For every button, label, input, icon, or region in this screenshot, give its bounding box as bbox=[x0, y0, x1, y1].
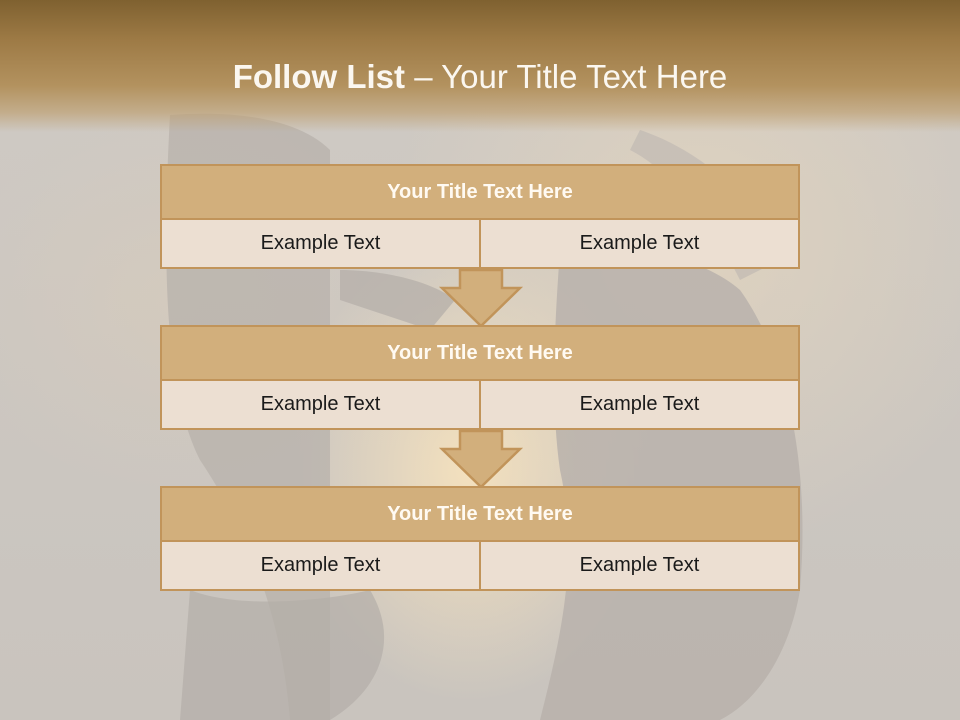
title-bar bbox=[0, 0, 960, 132]
block-cell-left: Example Text bbox=[260, 393, 381, 415]
block-cell-left: Example Text bbox=[260, 232, 381, 254]
slide-title: Follow List – Your Title Text Here bbox=[0, 55, 960, 99]
block-row: Example Text Example Text bbox=[160, 381, 800, 430]
block-cell-left: Example Text bbox=[260, 554, 381, 576]
block-row: Example Text Example Text bbox=[160, 542, 800, 591]
block-title: Your Title Text Here bbox=[160, 486, 800, 542]
block-title: Your Title Text Here bbox=[160, 164, 800, 220]
block-title: Your Title Text Here bbox=[160, 325, 800, 381]
title-rest: – Your Title Text Here bbox=[414, 58, 728, 95]
title-bold: Follow List bbox=[232, 58, 406, 95]
block-cell-right: Example Text bbox=[479, 381, 798, 428]
block-row: Example Text Example Text bbox=[160, 220, 800, 269]
down-arrow-icon bbox=[438, 268, 524, 328]
down-arrow-icon bbox=[438, 429, 524, 489]
list-block-3: Your Title Text Here Example Text Exampl… bbox=[160, 486, 800, 591]
list-block-2: Your Title Text Here Example Text Exampl… bbox=[160, 325, 800, 430]
block-cell-right: Example Text bbox=[479, 220, 798, 267]
list-block-1: Your Title Text Here Example Text Exampl… bbox=[160, 164, 800, 269]
block-cell-right: Example Text bbox=[479, 542, 798, 589]
